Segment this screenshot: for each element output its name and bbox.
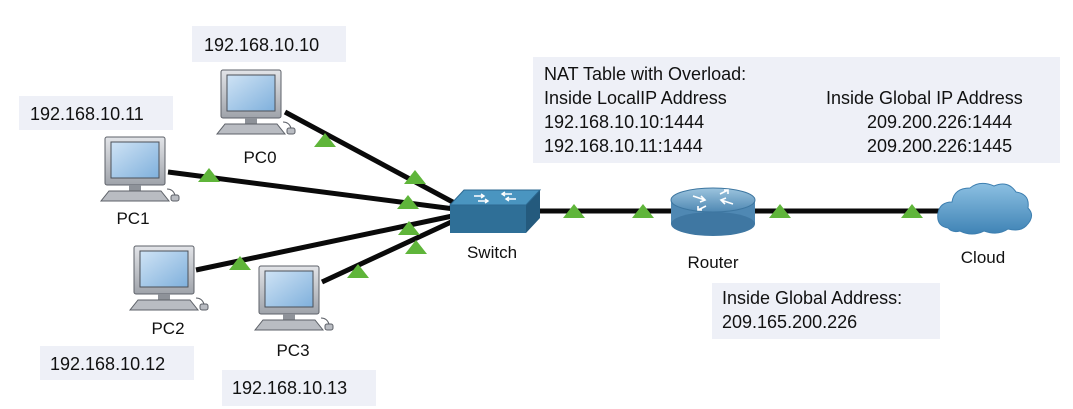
cloud-icon [937, 182, 1032, 235]
link-up-marker [901, 204, 923, 218]
nat-table-title: NAT Table with Overload: [544, 64, 746, 84]
pc1-ip-label: 192.168.10.11 [30, 104, 144, 124]
nat-row-global: 209.200.226:1444 [867, 112, 1012, 132]
pc2-name-label: PC2 [151, 319, 184, 338]
nat-row-local: 192.168.10.11:1444 [544, 136, 703, 156]
switch-icon [448, 189, 542, 233]
link-up-marker [198, 168, 220, 182]
link-up-marker [769, 204, 791, 218]
inside-global-box [712, 283, 940, 339]
cloud-device[interactable]: Cloud [937, 182, 1032, 267]
nat-row-global: 209.200.226:1445 [867, 136, 1012, 156]
switch-name-label: Switch [467, 243, 517, 262]
link-pc0-switch [283, 109, 464, 210]
router-icon [670, 187, 756, 236]
nat-col-local-header: Inside LocalIP Address [544, 88, 727, 108]
nat-col-global-header: Inside Global IP Address [826, 88, 1023, 108]
pc3-ip-label: 192.168.10.13 [232, 378, 347, 398]
link-up-marker [397, 195, 419, 209]
pc-icon [100, 136, 180, 202]
cloud-name-label: Cloud [961, 248, 1005, 267]
link-up-marker [632, 204, 654, 218]
switch-device[interactable]: Switch [448, 189, 542, 262]
inside-global-label: Inside Global Address: [722, 288, 902, 308]
pc3-device[interactable]: PC3 192.168.10.13 [222, 265, 376, 406]
link-up-marker [314, 133, 336, 147]
link-pc3-switch [320, 214, 464, 285]
ip-label-box [192, 26, 346, 62]
pc1-name-label: PC1 [116, 209, 149, 228]
nat-row-local: 192.168.10.10:1444 [544, 112, 704, 132]
link-status-markers [198, 133, 923, 278]
pc-icon [129, 245, 209, 311]
inside-global-value: 209.165.200.226 [722, 312, 857, 332]
link-up-marker [229, 256, 251, 270]
pc0-ip-label: 192.168.10.10 [204, 35, 319, 55]
ip-label-box [19, 96, 173, 130]
pc0-name-label: PC0 [243, 148, 276, 167]
ip-label-box [40, 346, 194, 380]
inside-global-address: Inside Global Address: 209.165.200.226 [712, 283, 940, 339]
link-up-marker [563, 204, 585, 218]
nat-table-box [533, 57, 1060, 163]
link-up-marker [405, 240, 427, 254]
nat-table: NAT Table with Overload: Inside LocalIP … [533, 57, 1060, 163]
pc1-device[interactable]: 192.168.10.11 PC1 [19, 96, 180, 228]
ip-label-box [222, 370, 376, 406]
link-up-marker [404, 170, 426, 184]
pc-icon [216, 69, 296, 135]
pc3-name-label: PC3 [276, 341, 309, 360]
router-device[interactable]: Router [670, 187, 756, 272]
pc2-device[interactable]: PC2 192.168.10.12 [40, 245, 209, 380]
router-name-label: Router [687, 253, 738, 272]
link-up-marker [398, 221, 420, 235]
pc-icon [254, 265, 334, 331]
pc0-device[interactable]: 192.168.10.10 PC0 [192, 26, 346, 167]
pc2-ip-label: 192.168.10.12 [50, 354, 165, 374]
link-up-marker [347, 264, 369, 278]
